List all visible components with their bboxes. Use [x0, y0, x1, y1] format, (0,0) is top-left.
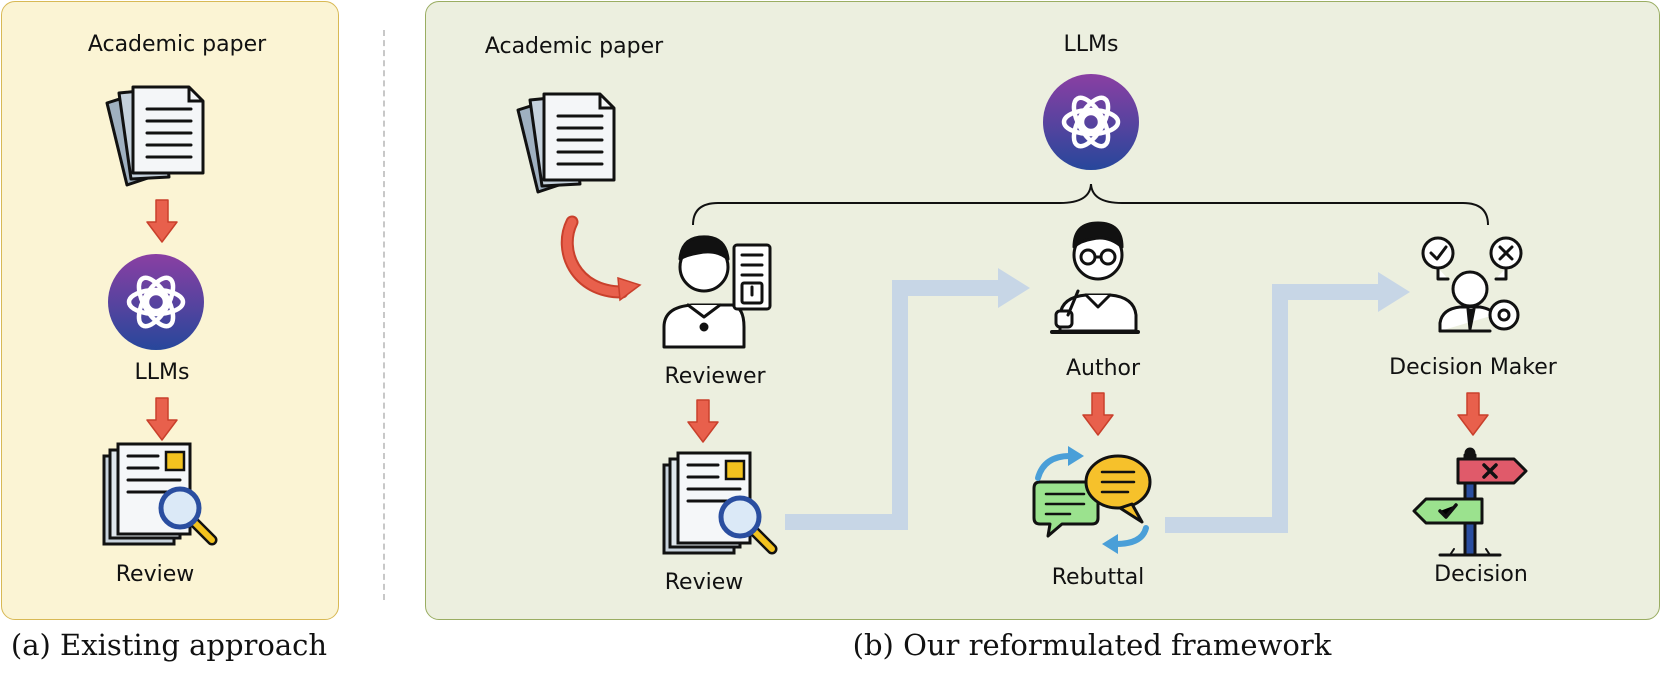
review-document-icon: [664, 453, 772, 553]
down-arrow-icon: [146, 199, 178, 243]
decision-maker-label: Decision Maker: [1389, 355, 1557, 380]
llm-brace: [692, 183, 1489, 226]
down-arrow-icon: [1457, 392, 1489, 436]
caption-b: (b) Our reformulated framework: [852, 628, 1332, 662]
decision-label: Decision: [1434, 562, 1528, 587]
panel-a-output-label: Review: [115, 562, 195, 587]
document-stack-icon: [105, 85, 205, 187]
down-arrow-icon: [687, 399, 719, 443]
flow-arrow-rebuttal-to-decision-maker: [1165, 272, 1410, 533]
panel-a-model-label: LLMs: [134, 360, 190, 385]
rebuttal-icon: [1032, 446, 1152, 554]
caption-a: (a) Existing approach: [10, 628, 328, 662]
reviewer-label: Reviewer: [664, 364, 766, 389]
panel-b-model-label: LLMs: [1063, 32, 1119, 57]
author-icon: [1050, 221, 1140, 334]
rebuttal-label: Rebuttal: [1051, 565, 1145, 590]
flow-arrow-review-to-author: [785, 268, 1030, 530]
review-label: Review: [664, 570, 744, 595]
panel-a-input-label: Academic paper: [87, 32, 267, 57]
decision-signpost-icon: [1412, 447, 1528, 557]
document-stack-icon: [516, 92, 616, 194]
decision-maker-icon: [1421, 236, 1523, 333]
panel-b-input-label: Academic paper: [484, 34, 664, 59]
reviewer-icon: [662, 235, 772, 349]
curved-arrow-icon: [560, 215, 642, 302]
down-arrow-icon: [146, 397, 178, 441]
llm-logo-icon: [1043, 74, 1139, 170]
llm-logo-icon: [108, 254, 204, 350]
down-arrow-icon: [1082, 392, 1114, 436]
author-label: Author: [1065, 356, 1141, 381]
review-document-icon: [104, 444, 212, 544]
panel-divider: [383, 30, 385, 600]
